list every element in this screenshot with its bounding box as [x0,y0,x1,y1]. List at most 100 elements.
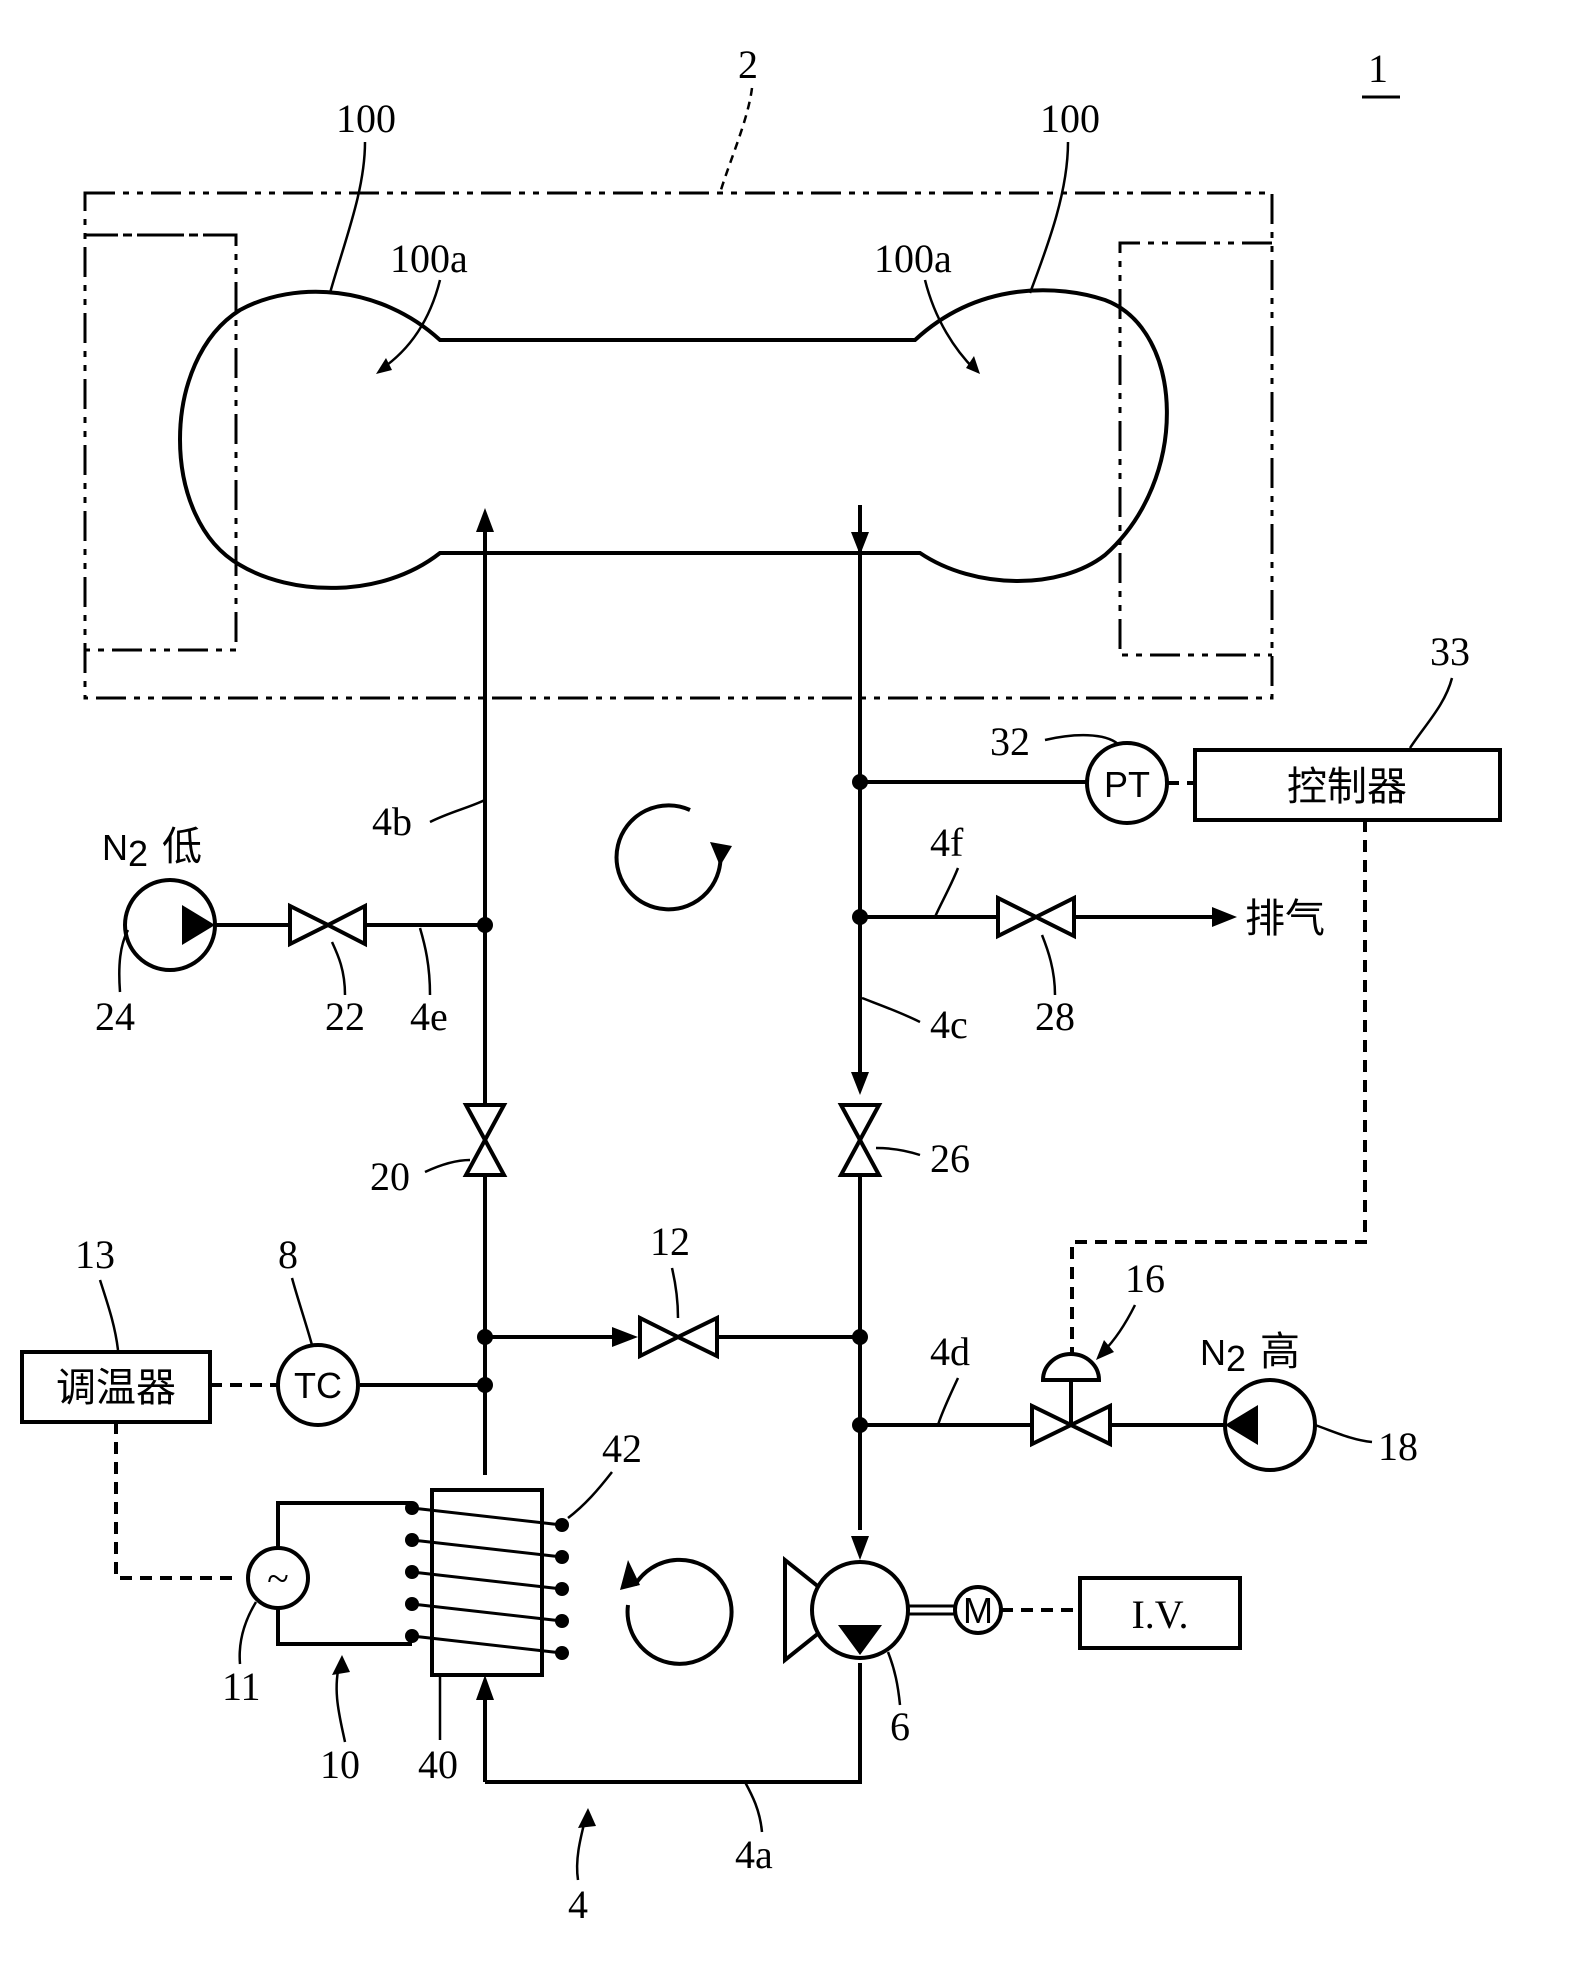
valve-12[interactable]: 12 [640,1219,717,1356]
power-leader [240,1602,256,1664]
motor-label: M [963,1590,993,1631]
figure-number: 1 [1368,46,1388,91]
valve-26-ref: 26 [930,1136,970,1181]
mold-leader [720,88,752,193]
n2-high-sub: 2 [1226,1338,1246,1379]
pump-leader [888,1652,900,1705]
inverter-iv[interactable]: I.V. [1080,1578,1240,1648]
n2-high-ref: 18 [1378,1424,1418,1469]
coil-dot-l4 [405,1597,419,1611]
coil-dot-r2 [555,1550,569,1564]
valve-28-ref: 28 [1035,994,1075,1039]
controller-label: 控制器 [1287,764,1407,810]
control-valve-16[interactable]: 16 [1032,1256,1165,1444]
pipe-4d-leader [938,1378,958,1425]
circulation-head-lower [620,1560,640,1590]
coil-dot-l2 [405,1533,419,1547]
valve-26-upper [841,1105,879,1140]
heater-wire-bottom [278,1608,412,1644]
n2-high-word: 高 [1260,1329,1300,1375]
power-symbol: ~ [267,1556,289,1601]
mold-ref: 2 [738,42,758,87]
controller-leader [1410,678,1452,748]
cavity-arrowhead-left [376,358,392,374]
circulation-arrow-upper [617,805,732,909]
pt-label: PT [1104,764,1150,805]
circulation-head-upper [710,842,732,866]
n2-high-prefix: N [1200,1332,1226,1373]
pipe-4c-arrowhead-mid [851,1072,869,1095]
pipe-4a-ref: 4a [735,1832,773,1877]
coil-dot-r1 [555,1518,569,1532]
pipe-4e-ref: 4e [410,994,448,1039]
cv-left [1032,1406,1071,1444]
n2-low-label: N2低 [102,824,202,874]
n2-low-sub: 2 [128,833,148,874]
n2-high-source-18[interactable]: N2高 18 [1200,1329,1418,1470]
cv-actuator [1043,1354,1099,1380]
valve-28[interactable]: 28 [998,898,1075,1039]
temp-ctrl-leader [100,1280,118,1350]
valve-26[interactable]: 26 [841,1105,970,1181]
circulation-arc-upper [617,805,721,909]
valve-28-leader [1042,935,1055,995]
coil-dot-l3 [405,1565,419,1579]
valve-12-ref: 12 [650,1219,690,1264]
pump-ref: 6 [890,1704,910,1749]
valve-26-leader [876,1148,920,1155]
inverter-label: I.V. [1131,1592,1188,1637]
tire-leader-right [1030,142,1068,293]
n2-low-source-24[interactable]: N2低 24 [95,824,215,1039]
valve-22-right [328,906,365,944]
pipe-right-lower-arrowhead [851,1536,869,1560]
tc-leader [292,1278,312,1345]
tire-ref-right: 100 [1040,96,1100,141]
mold-outline [85,193,1272,698]
pipe-4b-arrowhead [476,508,494,532]
valve-20-leader [425,1160,470,1172]
controller-33[interactable]: 控制器 33 [1195,629,1500,820]
cavity-ref-left: 100a [390,236,468,281]
coil-dot-l5 [405,1629,419,1643]
n2-low-prefix: N [102,827,128,868]
cavity-arrowhead-right [966,356,980,374]
pipe-4f-ref: 4f [930,820,964,865]
pipe-4f: 4f 排气 [852,820,1325,942]
circulation-arrow-lower [620,1560,732,1664]
thermocouple-8[interactable]: TC 8 [278,1232,358,1425]
tire-outline [180,290,1167,588]
heater-ref: 10 [320,1742,360,1787]
bypass-arrowhead [612,1327,638,1347]
power-supply-11[interactable]: ~ 11 [222,1548,308,1709]
temp-ctrl-ref: 13 [75,1232,115,1277]
valve-22[interactable]: 22 [290,906,365,1039]
valve-12-left [640,1318,678,1356]
cv-ref: 16 [1125,1256,1165,1301]
coil-dot-r4 [555,1614,569,1628]
valve-12-right [678,1318,717,1356]
power-ref: 11 [222,1664,261,1709]
n2-low-ref: 24 [95,994,135,1039]
pipe-4a: 4a 4 [476,1663,860,1927]
valve-28-right [1036,898,1074,936]
pipe-4f-arrowhead [1212,907,1237,927]
heater-10: 42 40 10 [278,1426,642,1787]
coil-ref: 42 [602,1426,642,1471]
valve-22-leader [332,942,345,995]
tc-label: TC [294,1365,342,1406]
motor-m[interactable]: M [955,1587,1001,1633]
mold-left-bracket [85,235,236,650]
tc-ref: 8 [278,1232,298,1277]
pt-ref: 32 [990,719,1030,764]
valve-20-lower [466,1140,504,1175]
pipe-4f-leader [935,868,958,917]
n2-high-label: N2高 [1200,1329,1300,1379]
valve-12-leader [672,1268,678,1318]
pressure-transmitter-32[interactable]: PT 32 [990,719,1167,823]
pipe-4e-leader [420,928,430,995]
pipe-4c-ref: 4c [930,1002,968,1047]
cavity-arrow-left [380,280,440,370]
coil-dot-r3 [555,1582,569,1596]
pump-6[interactable]: 6 [785,1560,910,1749]
temperature-controller-13[interactable]: 调温器 13 [22,1232,210,1422]
